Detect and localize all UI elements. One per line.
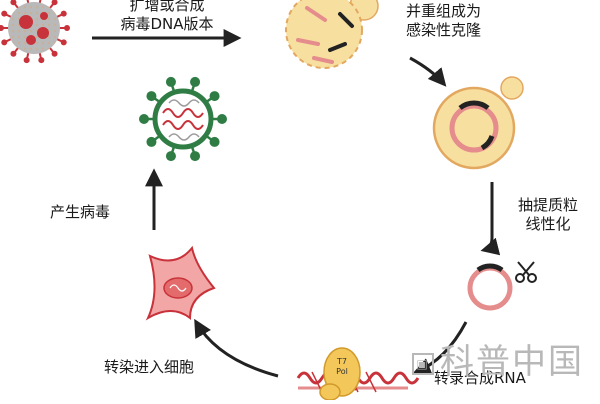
virus-particle-icon xyxy=(139,76,227,162)
label-produce: 产生病毒 xyxy=(50,203,111,221)
label-transfect: 转染进入细胞 xyxy=(104,358,195,376)
watermark-text: 科普中国 xyxy=(440,342,584,382)
label-recombine-line1: 并重组成为 xyxy=(406,2,482,20)
yeast-plasmid-icon xyxy=(432,76,524,170)
arrow-transfect xyxy=(194,318,279,378)
label-recombine: 并重组成为 感染性克隆 xyxy=(406,2,481,40)
label-extract: 抽提质粒 线性化 xyxy=(506,196,590,234)
watermark-logo: ▣ 科普中国 xyxy=(412,342,584,382)
yeast-fragments-icon xyxy=(285,0,379,69)
arrow-transcribe xyxy=(412,321,468,376)
pol-label: Pol xyxy=(336,367,348,376)
coronavirus-icon xyxy=(0,0,70,64)
cell-icon xyxy=(145,245,216,321)
arrow-extract xyxy=(480,182,501,256)
linear-plasmid-icon xyxy=(467,263,513,311)
label-transcribe: 转录合成RNA xyxy=(434,369,526,387)
scissors-icon xyxy=(515,261,537,283)
label-extract-line2: 线性化 xyxy=(525,215,571,233)
t7-polymerase-icon: T7 Pol xyxy=(319,347,361,401)
label-amplify-line1: 扩增或合成 xyxy=(129,0,205,14)
watermark-badge-icon: ▣ xyxy=(412,353,434,375)
label-amplify-line2: 病毒DNA版本 xyxy=(120,15,214,33)
arrow-recombine xyxy=(409,56,447,87)
t7-label: T7 xyxy=(336,357,347,366)
label-recombine-line2: 感染性克隆 xyxy=(406,21,482,39)
label-extract-line1: 抽提质粒 xyxy=(517,196,578,214)
label-amplify: 扩增或合成 病毒DNA版本 xyxy=(92,0,242,34)
